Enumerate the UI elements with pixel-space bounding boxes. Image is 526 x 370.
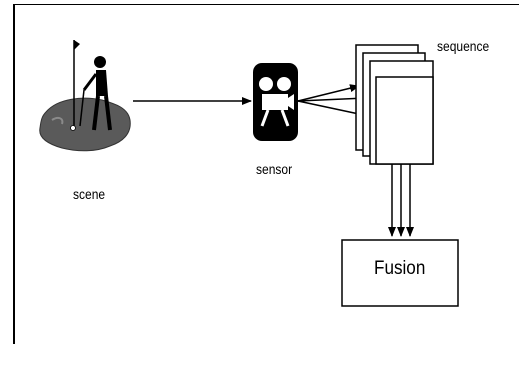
sequence-label: sequence — [437, 38, 489, 54]
sensor-label: sensor — [256, 161, 292, 177]
scene-label: scene — [73, 186, 105, 202]
fusion-label: Fusion — [374, 258, 425, 280]
camera-sensor-icon — [253, 63, 298, 141]
golfer-scene-icon — [40, 40, 131, 151]
sequence-frames — [356, 45, 433, 164]
sequence-to-fusion-arrows — [392, 164, 410, 236]
